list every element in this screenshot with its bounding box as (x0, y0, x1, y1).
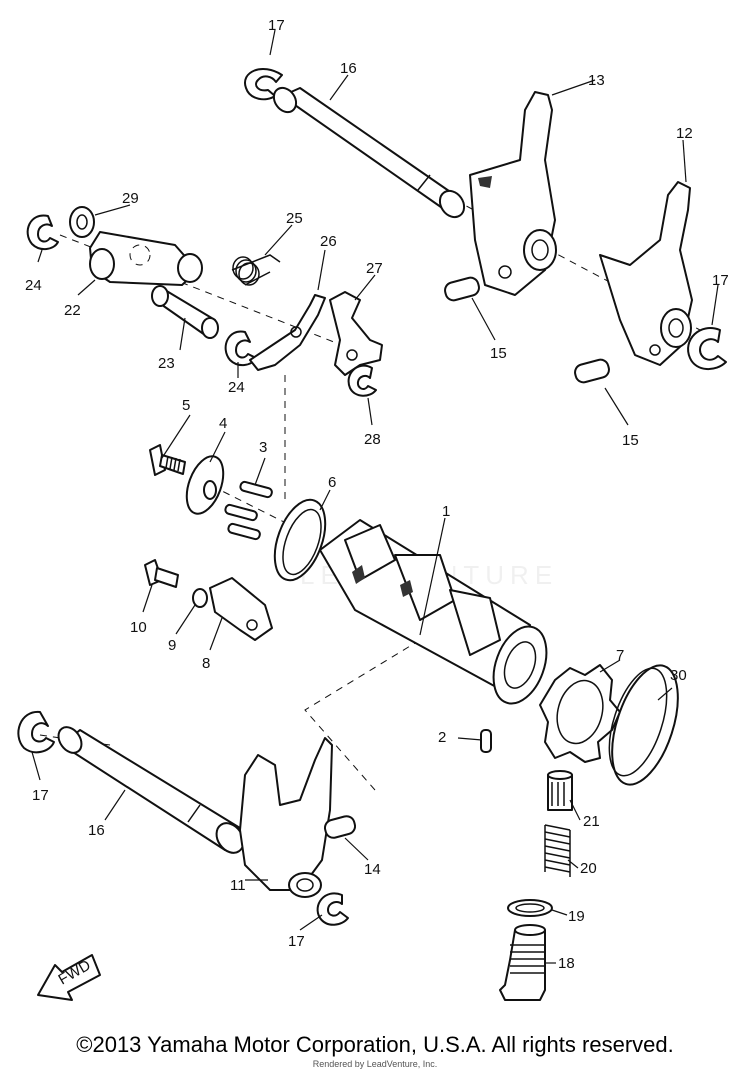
circlip-17-top[interactable] (244, 68, 283, 101)
circlip-24-left[interactable] (26, 214, 59, 250)
guide-pin-15-lower[interactable] (573, 358, 611, 384)
callout-7[interactable]: 7 (616, 647, 624, 664)
callout-29[interactable]: 29 (122, 190, 139, 207)
stopper-8[interactable] (209, 577, 273, 641)
circlip-17-right[interactable] (687, 327, 727, 370)
callout-13[interactable]: 13 (588, 72, 605, 89)
segment-plate-4[interactable] (180, 451, 231, 518)
gasket-19[interactable] (507, 899, 553, 917)
circlip-24-mid[interactable] (224, 330, 257, 366)
callout-5[interactable]: 5 (182, 397, 190, 414)
render-credit: Rendered by LeadVenture, Inc. (312, 1059, 438, 1069)
callout-labels: 17 16 13 12 29 25 26 27 17 24 22 23 24 2… (25, 17, 729, 972)
callout-14[interactable]: 14 (364, 861, 381, 878)
pins-3[interactable] (224, 480, 273, 541)
callout-18[interactable]: 18 (558, 955, 575, 972)
plug-18[interactable] (499, 924, 546, 1001)
callout-25[interactable]: 25 (286, 210, 303, 227)
callout-12[interactable]: 12 (676, 125, 693, 142)
shift-fork-12[interactable] (599, 181, 693, 366)
pin-14[interactable] (323, 814, 357, 839)
circlip-17-bottom[interactable] (316, 892, 349, 926)
segment-7[interactable] (539, 664, 621, 763)
callout-16[interactable]: 16 (88, 822, 105, 839)
copyright-notice: ©2013 Yamaha Motor Corporation, U.S.A. A… (76, 1032, 674, 1057)
callout-17[interactable]: 17 (32, 787, 49, 804)
callout-9[interactable]: 9 (168, 637, 176, 654)
cap-30[interactable] (598, 657, 691, 792)
washer-29[interactable] (69, 206, 95, 238)
oring-6[interactable] (265, 493, 335, 587)
callout-6[interactable]: 6 (328, 474, 336, 491)
pin-2[interactable] (480, 729, 492, 753)
callout-15[interactable]: 15 (490, 345, 507, 362)
spring-20[interactable] (544, 824, 571, 877)
callout-10[interactable]: 10 (130, 619, 147, 636)
callout-3[interactable]: 3 (259, 439, 267, 456)
shift-fork-13[interactable] (469, 91, 557, 296)
screw-5[interactable] (149, 444, 186, 476)
fwd-arrow-icon: FWD (37, 954, 101, 1001)
callout-27[interactable]: 27 (366, 260, 383, 277)
callout-19[interactable]: 19 (568, 908, 585, 925)
leader-lines (31, 29, 719, 964)
stopper-plate-27[interactable] (329, 291, 383, 376)
callout-24[interactable]: 24 (25, 277, 42, 294)
callout-2[interactable]: 2 (438, 729, 446, 746)
bolt-10[interactable] (144, 559, 179, 588)
callout-26[interactable]: 26 (320, 233, 337, 250)
callout-1[interactable]: 1 (442, 503, 450, 520)
callout-21[interactable]: 21 (583, 813, 600, 830)
shift-arm-22[interactable] (89, 231, 203, 286)
callout-11[interactable]: 11 (230, 877, 246, 894)
callout-24[interactable]: 24 (228, 379, 245, 396)
callout-15[interactable]: 15 (622, 432, 639, 449)
circlip-28[interactable] (347, 364, 377, 397)
callout-8[interactable]: 8 (202, 655, 210, 672)
washer-9[interactable] (192, 588, 208, 608)
callout-17[interactable]: 17 (288, 933, 305, 950)
lever-26[interactable] (249, 294, 326, 371)
callout-28[interactable]: 28 (364, 431, 381, 448)
shift-fork-11[interactable] (239, 737, 333, 898)
shift-shaft-16-upper[interactable] (269, 84, 469, 222)
shift-shaft-16-lower[interactable] (54, 723, 249, 858)
callout-22[interactable]: 22 (64, 302, 81, 319)
callout-30[interactable]: 30 (670, 667, 687, 684)
spring-25[interactable] (231, 254, 281, 286)
callout-20[interactable]: 20 (580, 860, 597, 877)
pin-23[interactable] (151, 285, 219, 339)
callout-17[interactable]: 17 (268, 17, 285, 34)
circlip-17-lower-left[interactable] (17, 710, 55, 754)
callout-4[interactable]: 4 (219, 415, 227, 432)
roller-21[interactable] (547, 770, 573, 811)
callout-17[interactable]: 17 (712, 272, 729, 289)
callout-23[interactable]: 23 (158, 355, 175, 372)
callout-16[interactable]: 16 (340, 60, 357, 77)
guide-pin-15-upper[interactable] (443, 276, 481, 302)
